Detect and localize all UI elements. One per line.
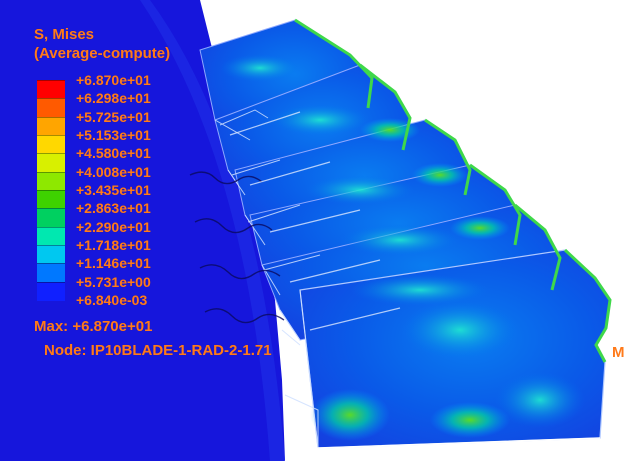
stress-spot-8 bbox=[350, 274, 490, 306]
root-teeth bbox=[229, 111, 401, 331]
legend-swatch bbox=[37, 208, 65, 228]
rim-blade-6 bbox=[563, 248, 612, 363]
legend-level-label: +2.863e+01 bbox=[76, 200, 151, 217]
legend-swatch bbox=[37, 245, 65, 264]
legend-swatch bbox=[37, 263, 65, 283]
legend-title-quantity: S, Mises bbox=[34, 26, 95, 43]
stress-spot-10 bbox=[400, 300, 520, 360]
legend-level-label: +6.870e+01 bbox=[76, 72, 151, 88]
legend-level-label: +4.580e+01 bbox=[76, 145, 151, 162]
stress-spot-4 bbox=[305, 175, 415, 205]
stress-spot-6 bbox=[340, 224, 460, 256]
rim-blade-5 bbox=[514, 203, 562, 291]
legend-level-label: +1.146e+01 bbox=[76, 255, 151, 272]
stress-spot-9 bbox=[310, 389, 390, 441]
legend-level-label: +4.008e+01 bbox=[76, 163, 151, 180]
legend-swatch bbox=[37, 281, 65, 301]
legend-level-label: +5.153e+01 bbox=[76, 127, 151, 143]
disc-arc-shade bbox=[140, 0, 285, 461]
rim-blade-4 bbox=[469, 163, 522, 246]
stress-spot-3 bbox=[360, 118, 420, 142]
stress-spot-5 bbox=[412, 163, 468, 187]
slot-lines bbox=[214, 109, 321, 449]
root-contours bbox=[189, 171, 285, 324]
legend-level-label: +3.435e+01 bbox=[76, 182, 151, 198]
legend-swatch bbox=[37, 171, 65, 191]
stress-spot-11 bbox=[495, 372, 585, 428]
stress-spot-7 bbox=[450, 216, 510, 240]
rim-blade-3 bbox=[424, 118, 472, 196]
legend-level-label: +5.725e+01 bbox=[76, 108, 151, 125]
legend-title-averaging: (Average-compute) bbox=[34, 45, 171, 62]
legend-level-label: +6.840e-03 bbox=[76, 292, 148, 308]
stress-spot-12 bbox=[430, 402, 510, 438]
max-value-label: Max: +6.870e+01 bbox=[34, 318, 153, 335]
legend-level-label: +2.290e+01 bbox=[76, 218, 151, 235]
legend-swatch bbox=[37, 226, 65, 246]
legend-swatch bbox=[37, 190, 65, 209]
legend-swatch bbox=[37, 98, 65, 118]
legend-level-label: +5.731e+00 bbox=[76, 273, 151, 290]
rim-blade-2 bbox=[359, 63, 412, 151]
legend-swatch bbox=[37, 135, 65, 154]
legend-swatch bbox=[37, 153, 65, 173]
stress-spot-2 bbox=[270, 104, 370, 136]
node-label: Node: IP10BLADE-1-RAD-2-1.71 bbox=[44, 342, 272, 359]
shank-edge bbox=[284, 437, 601, 461]
legend-color-bar bbox=[37, 80, 65, 301]
legend-level-label: +1.718e+01 bbox=[76, 237, 151, 253]
legend-level-label: +6.298e+01 bbox=[76, 90, 151, 107]
marker-label: M bbox=[612, 344, 625, 361]
legend-swatch bbox=[37, 116, 65, 136]
stress-spot-1 bbox=[220, 54, 300, 82]
legend-swatch bbox=[37, 80, 65, 99]
